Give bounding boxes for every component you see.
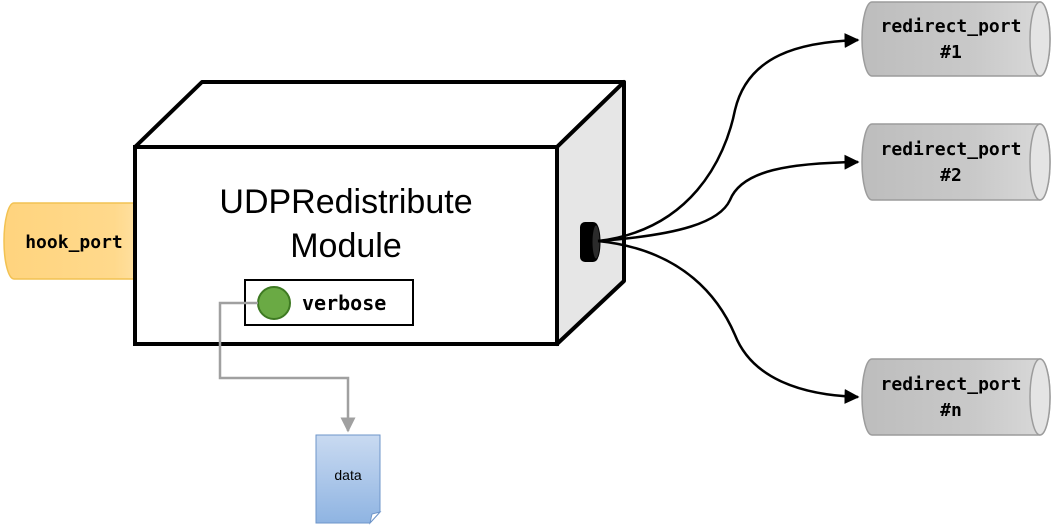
verbose-to-data-connector — [218, 301, 356, 433]
verbose-label: verbose — [302, 291, 386, 315]
redirect-port-n-name: redirect_port — [881, 374, 1022, 395]
module-title-line2: Module — [290, 227, 402, 265]
redirect-port-2-index: #2 — [940, 165, 962, 186]
redirect-connection-2 — [597, 154, 860, 243]
output-connector — [580, 222, 601, 262]
redirect-port-2-name: redirect_port — [881, 139, 1022, 160]
redirect-port-n-index: #n — [940, 400, 962, 421]
verbose-option[interactable]: verbose — [244, 279, 414, 326]
module-title-line1: UDPRedistribute — [219, 183, 472, 221]
module-box-top — [133, 80, 626, 149]
module-box: UDPRedistribute Module — [133, 80, 626, 346]
redirect-connection-1 — [597, 32, 860, 243]
redirect-port-1-index: #1 — [940, 42, 962, 63]
data-file: data — [315, 434, 382, 525]
data-file-label: data — [334, 467, 361, 483]
redirect-port-n: redirect_port #n — [861, 358, 1051, 436]
hook-port-label: hook_port — [25, 232, 123, 253]
redirect-port-1-name: redirect_port — [881, 16, 1022, 37]
redirect-port-1: redirect_port #1 — [861, 1, 1051, 77]
redirect-port-2: redirect_port #2 — [861, 123, 1051, 201]
redirect-connection-n — [597, 239, 860, 405]
verbose-status-dot — [257, 286, 291, 320]
